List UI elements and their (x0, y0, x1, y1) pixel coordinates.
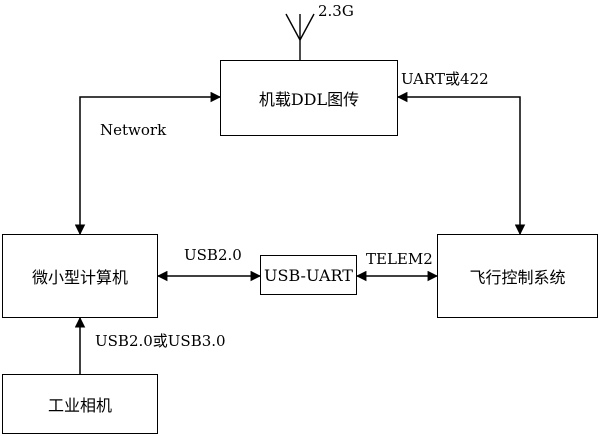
computer-label: 微小型计算机 (31, 268, 128, 287)
ddl-video-link-box: 机载DDL图传 (220, 60, 398, 136)
camera-usb-label: USB2.0或USB3.0 (95, 332, 226, 350)
mini-computer-box: 微小型计算机 (2, 234, 158, 318)
camera-label: 工业相机 (47, 396, 112, 415)
antenna-frequency-label: 2.3G (318, 2, 354, 20)
industrial-camera-box: 工业相机 (2, 374, 158, 434)
flight-control-box: 飞行控制系统 (437, 234, 598, 318)
flight-control-label: 飞行控制系统 (469, 268, 566, 287)
network-label: Network (100, 121, 167, 139)
telem2-label: TELEM2 (366, 250, 433, 268)
ddl-label: 机载DDL图传 (258, 90, 360, 109)
uart-422-link (396, 91, 526, 236)
antenna-icon (285, 13, 315, 60)
uart-422-label: UART或422 (401, 70, 489, 88)
usb-uart-box: USB-UART (260, 255, 357, 295)
usb-uart-label: USB-UART (264, 265, 353, 285)
usb2-label: USB2.0 (184, 246, 242, 264)
network-link (74, 91, 222, 236)
